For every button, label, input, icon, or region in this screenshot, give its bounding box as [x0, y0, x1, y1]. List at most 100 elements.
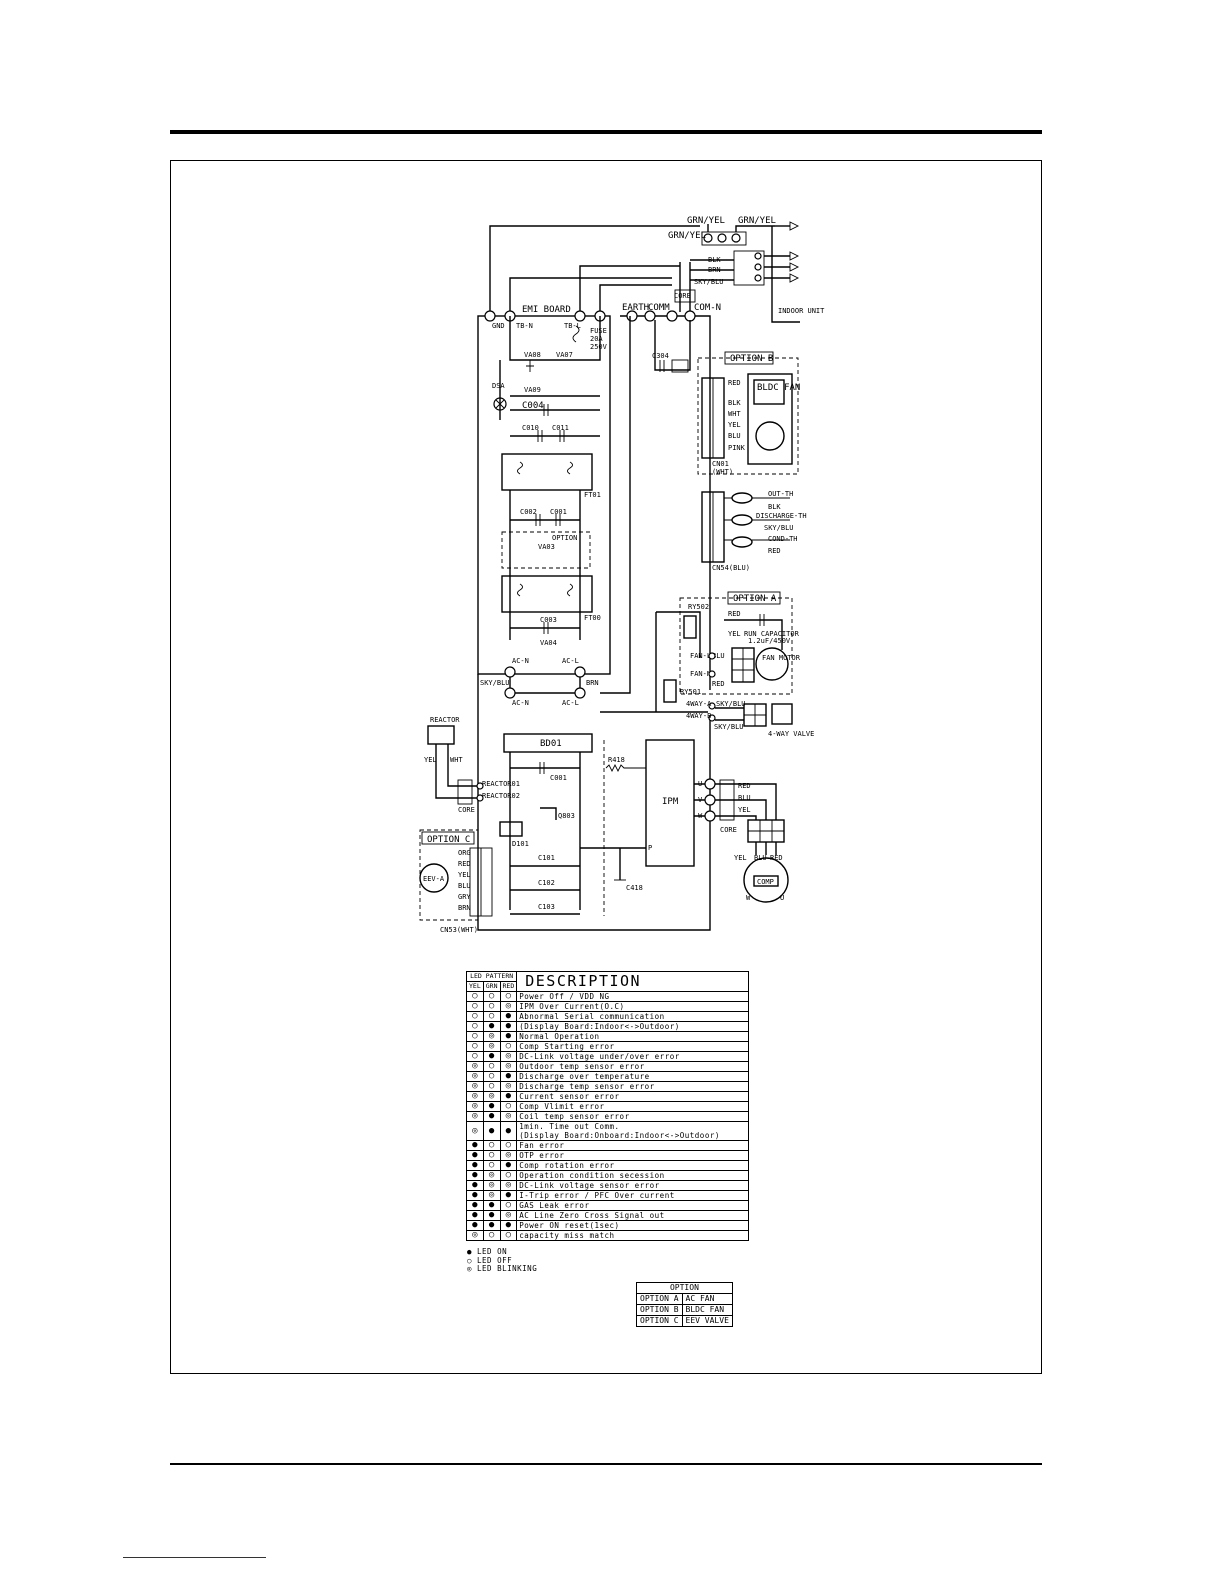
lbl-c003: C003 — [540, 616, 557, 624]
lbl-bd01: BD01 — [540, 739, 562, 749]
lbl-dsa: DSA — [492, 382, 505, 390]
lbl-tb-l: TB-L — [564, 322, 581, 330]
lbl-r418: R418 — [608, 756, 625, 764]
led-row: ○○◎IPM Over Current(O.C) — [466, 1001, 749, 1012]
lbl-cn53: CN53(WHT) — [440, 926, 478, 934]
led-row: ○●◎DC-Link voltage under/over error — [466, 1051, 749, 1062]
lbl-blk: BLK — [708, 256, 721, 264]
lbl-c002: C002 — [520, 508, 537, 516]
lbl-core-2: CORE — [458, 806, 475, 814]
led-red-state: ○ — [499, 1041, 518, 1052]
lbl-sky-blu-2: SKY/BLU — [480, 679, 510, 687]
lbl-emi-board: EMI BOARD — [522, 305, 571, 315]
led-yel-state: ◎ — [466, 1230, 484, 1241]
led-grn-state: ○ — [482, 1071, 501, 1082]
lbl-ft01: FT01 — [584, 491, 601, 499]
led-pattern-table: LED PATTERN DESCRIPTION YEL GRN RED ○○○P… — [465, 971, 749, 1241]
led-row: ○◎○Comp Starting error — [466, 1041, 749, 1052]
lbl-c001-2: C001 — [550, 774, 567, 782]
led-description: OTP error — [516, 1150, 749, 1161]
led-red-state: ○ — [499, 1200, 518, 1211]
lbl-core-3: CORE — [720, 826, 737, 834]
led-legend: ● LED ON ○ LED OFF ◎ LED BLINKING — [467, 1247, 537, 1274]
lbl-wht-2: WHT — [450, 756, 463, 764]
led-row: ◎○○capacity miss match — [466, 1230, 749, 1241]
led-yel-state: ● — [466, 1170, 484, 1181]
option-value: BLDC FAN — [681, 1304, 733, 1316]
lbl-out-th: OUT-TH — [768, 490, 793, 498]
led-yel-state: ● — [466, 1150, 484, 1161]
lbl-red-3: RED — [728, 610, 741, 618]
led-red-state: ● — [499, 1220, 518, 1231]
lbl-va09: VA09 — [524, 386, 541, 394]
option-row: OPTION C EEV VALVE — [636, 1315, 733, 1327]
lbl-c103: C103 — [538, 903, 555, 911]
led-grn-state: ● — [482, 1220, 501, 1231]
led-description: Comp rotation error — [516, 1160, 749, 1171]
led-row: ○○○Power Off / VDD NG — [466, 991, 749, 1002]
lbl-q803: Q803 — [558, 812, 575, 820]
led-grn-state: ◎ — [482, 1031, 501, 1042]
lbl-grn-yel-2: GRN/YEL — [738, 216, 776, 226]
led-row: ◎●◎Coil temp sensor error — [466, 1111, 749, 1122]
lbl-red-7: RED — [770, 854, 783, 862]
lbl-indoor-unit: INDOOR UNIT — [778, 307, 825, 315]
thermistor-connector: OUT-TH BLK DISCHARGE-TH SKY/BLU COND-TH … — [701, 490, 807, 572]
led-yel-state: ◎ — [466, 1101, 484, 1112]
led-row: ○◎●Normal Operation — [466, 1031, 749, 1042]
led-red-state: ◎ — [499, 1081, 518, 1092]
led-red-state: ◎ — [499, 1051, 518, 1062]
led-row: ◎●●1min. Time out Comm.(Display Board:On… — [466, 1121, 749, 1141]
led-description: Fan error — [516, 1140, 749, 1151]
led-grn-state: ● — [482, 1111, 501, 1122]
col-red: RED — [499, 981, 518, 992]
lbl-4way-a: 4WAY-A — [686, 700, 712, 708]
indoor-connection: GRN/YEL GRN/YEL GRN/YEL BLK BRN SKY/BLU … — [489, 216, 825, 323]
lbl-blu-2: BLU — [712, 652, 725, 660]
lbl-4way-b: 4WAY-B — [686, 712, 711, 720]
lbl-discharge-th: DISCHARGE-TH — [756, 512, 807, 520]
lbl-red-6: RED — [458, 860, 471, 868]
lbl-fan-n: FAN-N — [690, 670, 711, 678]
led-description: Power Off / VDD NG — [516, 991, 749, 1002]
option-key: OPTION A — [636, 1293, 683, 1305]
led-red-state: ● — [499, 1190, 518, 1201]
lbl-yel-2: YEL — [728, 630, 741, 638]
led-description: GAS Leak error — [516, 1200, 749, 1211]
lbl-u-term: U — [780, 894, 784, 902]
lbl-c102: C102 — [538, 879, 555, 887]
lbl-ry501: RY501 — [680, 688, 701, 696]
led-yel-state: ● — [466, 1140, 484, 1151]
led-description: Power ON reset(1sec) — [516, 1220, 749, 1231]
lbl-cn54: CN54(BLU) — [712, 564, 750, 572]
led-grn-state: ○ — [482, 1061, 501, 1072]
led-red-state: ● — [499, 1011, 518, 1022]
led-red-state: ◎ — [499, 1111, 518, 1122]
lbl-com-n: COM-N — [694, 303, 721, 313]
main-board: AC-N AC-L BD01 C001 R418 IPM P Q803 D101… — [477, 316, 777, 931]
lbl-c011: C011 — [552, 424, 569, 432]
lbl-sky-blu-4: SKY/BLU — [716, 700, 746, 708]
lbl-fan-l: FAN-L — [690, 652, 711, 660]
option-key: OPTION B — [636, 1304, 683, 1316]
led-row: ●◎◎DC-Link voltage sensor error — [466, 1180, 749, 1191]
led-grn-state: ◎ — [482, 1041, 501, 1052]
led-yel-state: ◎ — [466, 1071, 484, 1082]
led-grn-state: ● — [482, 1210, 501, 1221]
lbl-ac-n-2: AC-N — [512, 699, 529, 707]
led-red-state: ● — [499, 1121, 518, 1141]
lbl-c001: C001 — [550, 508, 567, 516]
led-yel-state: ○ — [466, 1041, 484, 1052]
led-red-state: ● — [499, 1031, 518, 1042]
lbl-va04: VA04 — [540, 639, 557, 647]
led-grn-state: ○ — [482, 991, 501, 1002]
led-description-line: 1min. Time out Comm. — [519, 1122, 620, 1131]
lbl-ac-n: AC-N — [512, 657, 529, 665]
led-grn-state: ○ — [482, 1140, 501, 1151]
lbl-eev-a: EEV-A — [423, 875, 445, 883]
led-row: ○●●(Display Board:Indoor<->Outdoor) — [466, 1021, 749, 1032]
led-grn-state: ○ — [482, 1081, 501, 1092]
led-grn-state: ○ — [482, 1011, 501, 1022]
lbl-c418: C418 — [626, 884, 643, 892]
